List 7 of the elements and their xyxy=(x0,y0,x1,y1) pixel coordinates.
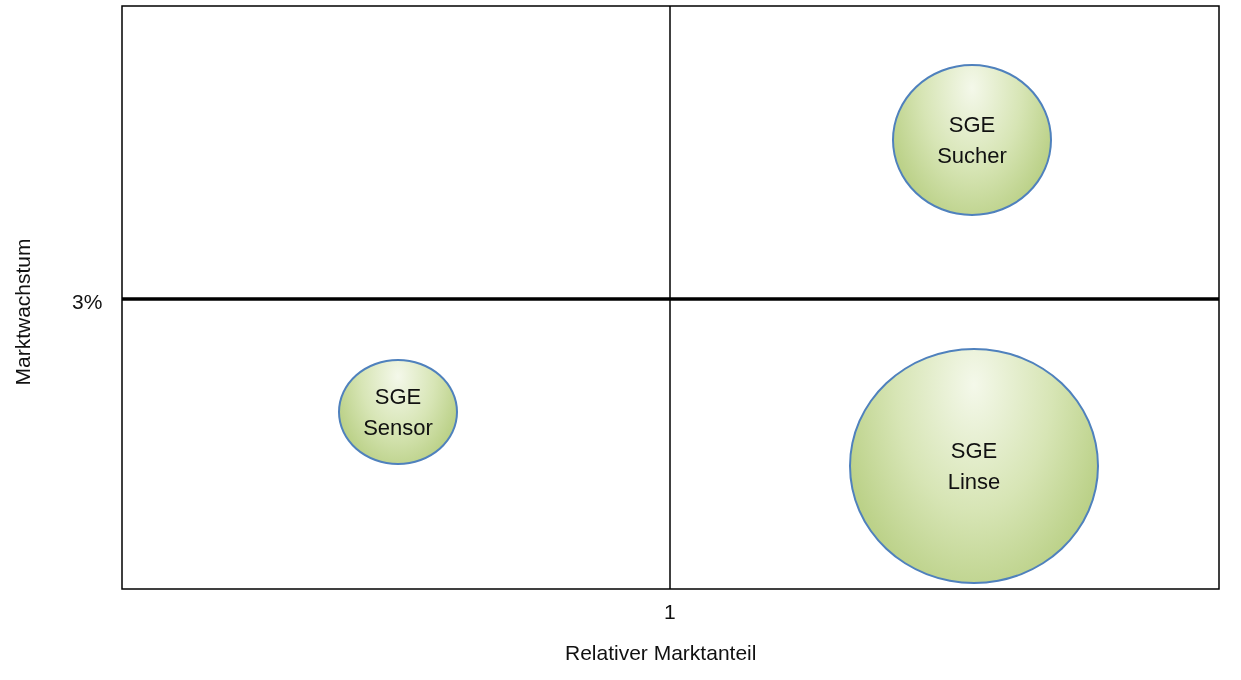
bubble-label: SGE Sucher xyxy=(937,111,1007,170)
axis-title: Marktwachstum xyxy=(10,238,34,386)
axis-title: Relativer Marktanteil xyxy=(565,641,757,665)
axis-tick-label: 1 xyxy=(664,600,676,624)
axis-tick-label: 3% xyxy=(72,290,103,314)
bubble-label: SGE Sensor xyxy=(363,383,433,442)
bubble-label: SGE Linse xyxy=(947,437,1001,496)
